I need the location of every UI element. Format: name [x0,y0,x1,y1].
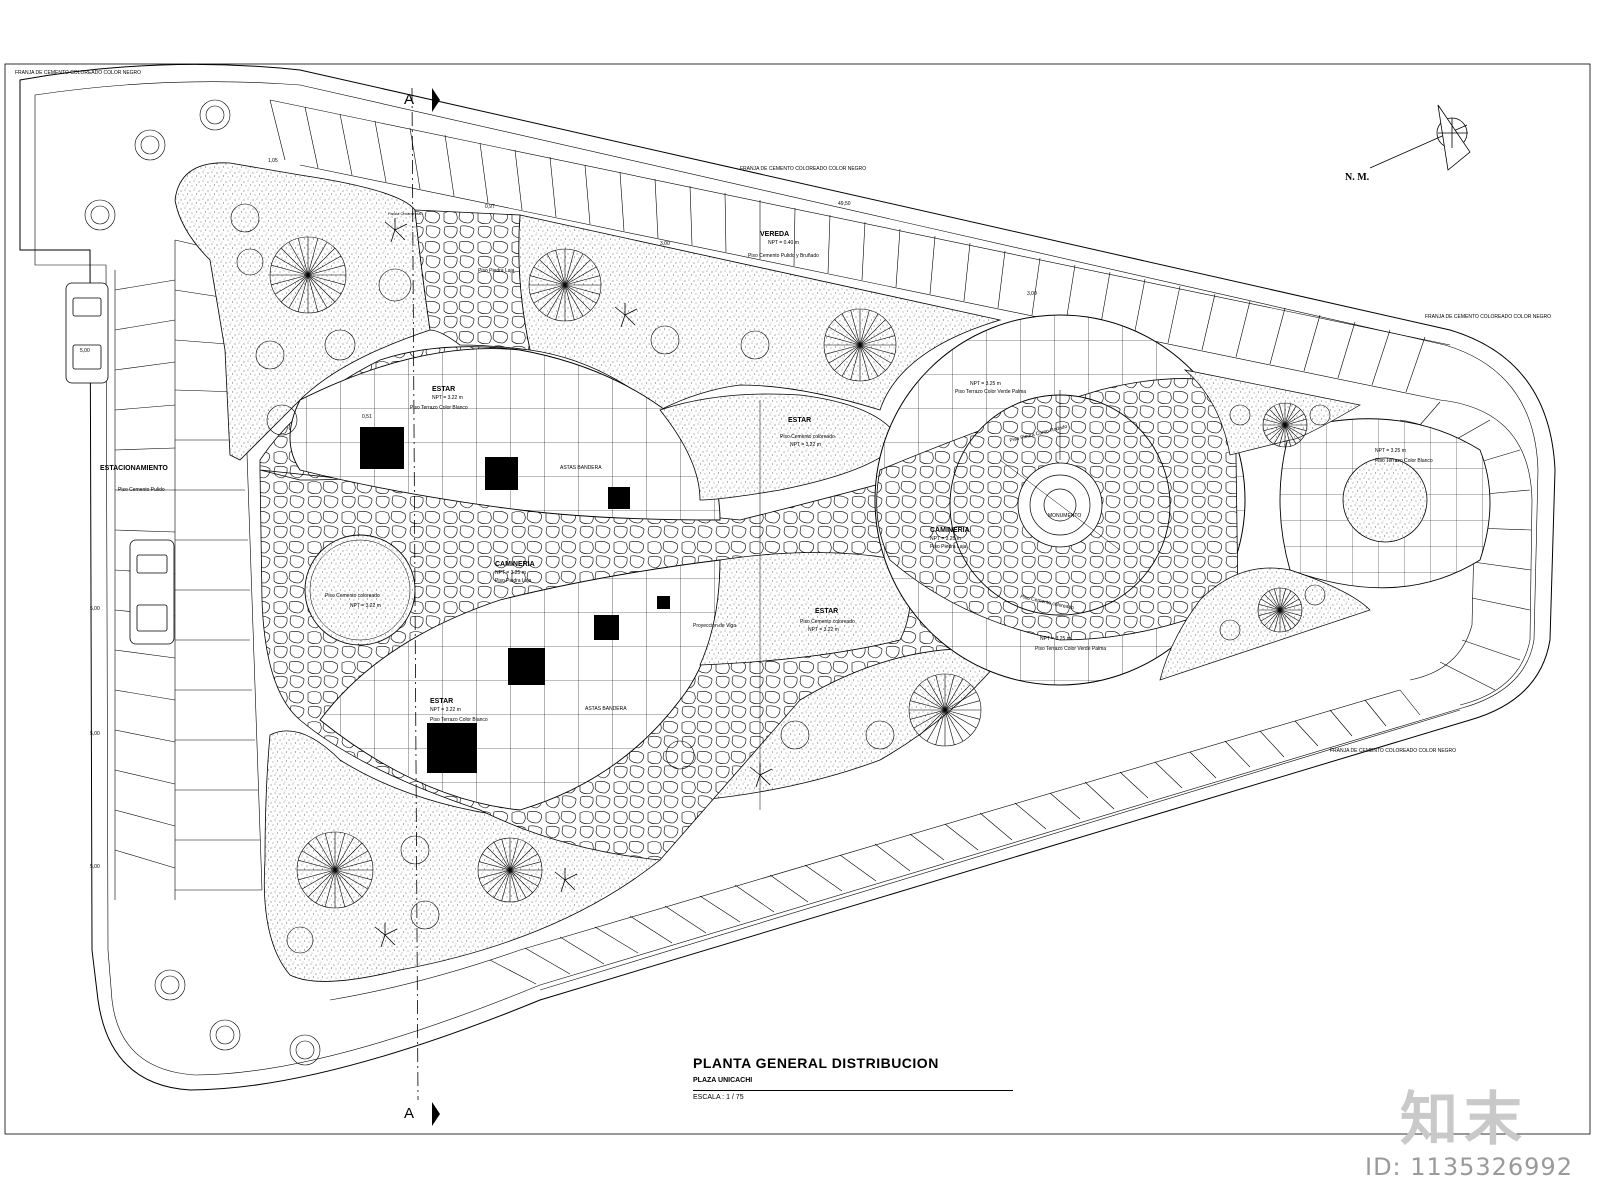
flagpole-bases-lower [427,596,670,773]
label-estar-1: ESTAR [432,386,455,393]
dimensions: 49,50 1,05 0,97 0,51 3,00 5,00 5,00 5,00… [80,158,1037,870]
tree-radial-3 [823,308,897,382]
parking-stalls-bottom [329,689,1461,1001]
label-astas-2: ASTAS BANDERA [585,706,627,712]
label-viga: Proyeccion de Viga [693,623,736,629]
svg-text:NPT = 3.25 m: NPT = 3.25 m [930,536,961,542]
section-line-a [411,87,419,1101]
svg-text:Piso Terrazo Color Verde Palma: Piso Terrazo Color Verde Palma [1035,646,1106,652]
svg-text:NPT = 3.22 m: NPT = 3.22 m [430,707,461,713]
watermark-id: ID: 1135326992 [1365,1153,1573,1181]
svg-text:NPT = 3.22 m: NPT = 3.22 m [808,627,839,633]
drawing-scale: ESCALA : 1 / 75 [693,1090,1013,1101]
watermark-logo: 知末 [1400,1085,1529,1153]
svg-text:Piso Piedra Laja: Piso Piedra Laja [478,268,515,274]
svg-text:NPT = 3.22 m: NPT = 3.22 m [350,603,381,609]
drawing-frame [4,63,1591,1135]
garden-bottom-left [263,730,661,982]
tree-radial-1 [269,236,347,314]
svg-text:Piso Terrazo Color Blanco: Piso Terrazo Color Blanco [1375,458,1433,464]
palm-trees [374,218,773,948]
note-franja-top: FRANJA DE CEMENTO COLOREADO COLOR NEGRO [740,166,866,172]
svg-text:Piso Terrazo Color Verde Palma: Piso Terrazo Color Verde Palma [955,389,1026,395]
garden-right-bottom [1159,567,1371,681]
site-outer-boundary [19,63,1556,1091]
svg-text:NPT = 3.25 m: NPT = 3.25 m [1375,448,1406,454]
dim-3: 0,97 [485,204,495,210]
tree-radial-5 [296,831,374,909]
label-monumento: MONUMENTO [1048,513,1081,519]
note-franja-right: FRANJA DE CEMENTO COLOREADO COLOR NEGRO [1425,314,1551,320]
svg-text:NPT = 3.22 m: NPT = 3.22 m [432,395,463,401]
parked-car-1 [65,282,109,384]
svg-text:NPT = 3.25 m: NPT = 3.25 m [495,570,526,576]
estar-upper-lens [289,348,721,521]
label-camineria-1: CAMINERIA [495,561,535,568]
estar-center-lower [699,552,911,666]
flagpole-bases-upper [360,427,630,509]
drawing-title: PLANTA GENERAL DISTRIBUCION [693,1055,939,1071]
title-block: PLANTA GENERAL DISTRIBUCION PLAZA UNICAC… [693,1055,1013,1101]
label-estar-2: ESTAR [788,417,811,424]
svg-text:NPT = 3.25 m: NPT = 3.25 m [970,381,1001,387]
note-farola: Farola Ornamental [388,211,421,216]
dim-9: 5,00 [80,348,90,354]
svg-text:Piso Piedra Laja: Piso Piedra Laja [930,544,967,550]
project-name: PLAZA UNICACHI [693,1077,753,1084]
svg-text:Piso Cemento coloreado: Piso Cemento coloreado [800,619,855,625]
tree-radial-8 [1257,587,1303,633]
plaza-right-circle [1342,457,1428,543]
dim-7: 5,00 [90,731,100,737]
tree-radial-2 [528,248,602,322]
dim-4: 0,51 [362,414,372,420]
label-camineria-2: CAMINERIA [930,527,970,534]
shrubs [84,99,1331,1066]
label-estar-3: ESTAR [815,608,838,615]
section-mark-top: A [404,91,415,108]
label-vereda: VEREDA [760,231,789,238]
parked-car-2 [129,539,175,645]
dim-5: 3,00 [660,241,670,247]
label-astas-1: ASTAS BANDERA [560,465,602,471]
section-mark-bottom: A [404,1105,415,1122]
site-inner-boundary [34,81,1539,1076]
svg-text:Piso Cemento coloreado: Piso Cemento coloreado [325,593,380,599]
parking-stalls-top [269,99,1451,401]
label-estar-4: ESTAR [430,698,453,705]
svg-text:Piso Cemento Pulido y Bruñado: Piso Cemento Pulido y Bruñado [748,253,819,259]
plaza-left-circle [304,534,416,646]
note-franja-tl: FRANJA DE CEMENTO COLOREADO COLOR NEGRO [15,70,141,76]
svg-text:NPT = 3.25 m: NPT = 3.25 m [1040,636,1071,642]
dim-1: 49,50 [838,201,851,207]
dim-10: 3,00 [1027,291,1037,297]
svg-text:Piso Cemento coloreado: Piso Cemento coloreado [780,434,835,440]
svg-text:Piso Piedra Laja: Piso Piedra Laja [495,578,532,584]
section-arrow-bottom [432,1102,440,1126]
label-estacionamiento: ESTACIONAMIENTO [100,465,168,472]
note-franja-br: FRANJA DE CEMENTO COLOREADO COLOR NEGRO [1330,748,1456,754]
svg-text:Piso Terrazo Color Blanco: Piso Terrazo Color Blanco [410,405,468,411]
notes: FRANJA DE CEMENTO COLOREADO COLOR NEGRO … [15,70,1551,754]
north-arrow [1369,104,1471,171]
svg-text:NPT = 3.22 m: NPT = 3.22 m [790,442,821,448]
svg-text:Piso Cemento Pulido: Piso Cemento Pulido [118,487,165,493]
dim-8: 5,00 [90,864,100,870]
tree-radial-4 [908,673,982,747]
svg-text:Piso Terrazo Color Blanco: Piso Terrazo Color Blanco [430,717,488,723]
stone-strip-top [414,209,531,351]
svg-text:NPT = 0.40 m: NPT = 0.40 m [768,240,799,246]
north-label: N. M. [1345,172,1370,183]
estar-center-upper [659,393,901,501]
tree-radial-7 [1262,402,1308,448]
tree-radial-6 [477,837,543,903]
dim-2: 1,05 [268,158,278,164]
dim-6: 5,00 [90,606,100,612]
section-arrow-top [432,88,440,112]
